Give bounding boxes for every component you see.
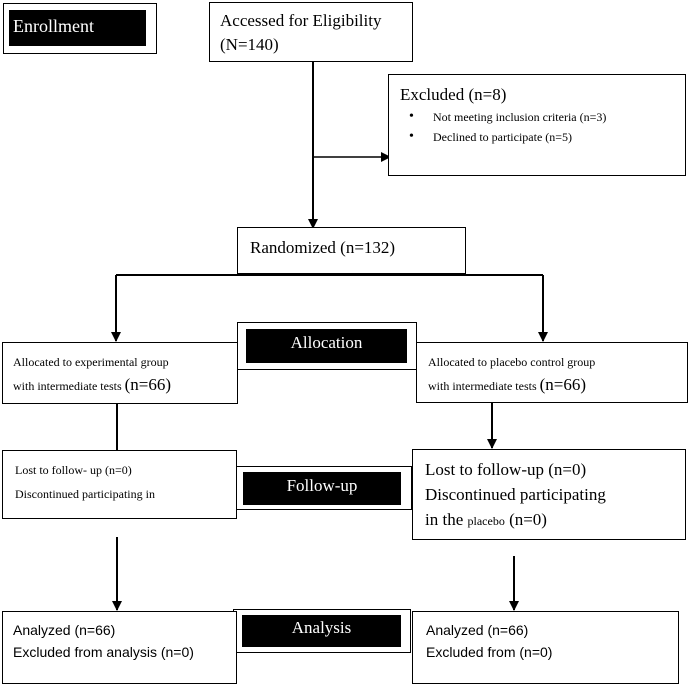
allocated-left-line2a: with intermediate tests — [13, 379, 125, 393]
eligibility-line1: Accessed for Eligibility — [220, 11, 382, 30]
excluded-item: Not meeting inclusion criteria (n=3) — [403, 107, 606, 127]
followup-right-line3c: (n=0) — [504, 510, 547, 529]
enrollment-label: Enrollment — [9, 10, 146, 46]
analysis-left-box: Analyzed (n=66) Excluded from analysis (… — [2, 611, 237, 684]
allocation-text: Allocation — [290, 333, 363, 352]
analysis-label: Analysis — [242, 615, 401, 647]
followup-right-line2: Discontinued participating — [425, 485, 606, 504]
allocated-left-line1: Allocated to experimental group — [13, 355, 169, 369]
analysis-right-line1: Analyzed (n=66) — [426, 622, 529, 638]
randomized-text: Randomized (n=132) — [250, 238, 396, 257]
followup-left-line1: Lost to follow- up (n=0) — [15, 463, 132, 477]
followup-right-line3: in the placebo (n=0) — [425, 510, 547, 530]
followup-label: Follow-up — [243, 472, 401, 505]
followup-text: Follow-up — [286, 476, 358, 495]
analysis-left-line1: Analyzed (n=66) — [13, 622, 116, 638]
eligibility-box: Accessed for Eligibility (N=140) — [209, 2, 413, 62]
randomized-box: Randomized (n=132) — [237, 227, 466, 274]
followup-right-placebo: placebo — [467, 514, 505, 528]
allocated-right-line1: Allocated to placebo control group — [428, 355, 596, 369]
analysis-right-box: Analyzed (n=66) Excluded from (n=0) — [412, 611, 679, 684]
followup-left-box: Lost to follow- up (n=0) Discontinued pa… — [2, 450, 237, 519]
allocated-right-line2a: with intermediate tests — [428, 379, 540, 393]
allocated-left-count: (n=66) — [124, 375, 172, 394]
eligibility-line2: (N=140) — [220, 35, 279, 54]
allocated-right-box: Allocated to placebo control group with … — [416, 342, 688, 403]
analysis-right-line2: Excluded from (n=0) — [426, 644, 553, 660]
allocated-right-line2: with intermediate tests (n=66) — [428, 375, 586, 395]
excluded-box: Excluded (n=8) Not meeting inclusion cri… — [388, 74, 686, 176]
allocated-left-line2: with intermediate tests (n=66) — [13, 375, 171, 395]
followup-left-line2: Discontinued participating in — [15, 487, 155, 501]
analysis-text: Analysis — [291, 618, 352, 637]
followup-right-line1: Lost to follow-up (n=0) — [425, 460, 587, 479]
analysis-left-line2: Excluded from analysis (n=0) — [13, 644, 194, 660]
excluded-item: Declined to participate (n=5) — [403, 127, 606, 147]
allocated-left-box: Allocated to experimental group with int… — [2, 342, 238, 404]
excluded-list: Not meeting inclusion criteria (n=3) Dec… — [403, 107, 606, 147]
allocated-right-count: (n=66) — [539, 375, 587, 394]
followup-right-box: Lost to follow-up (n=0) Discontinued par… — [412, 449, 686, 540]
allocation-label: Allocation — [246, 329, 407, 363]
excluded-title: Excluded (n=8) — [400, 85, 507, 104]
followup-right-line3a: in the — [425, 510, 468, 529]
enrollment-text: Enrollment — [13, 16, 94, 36]
